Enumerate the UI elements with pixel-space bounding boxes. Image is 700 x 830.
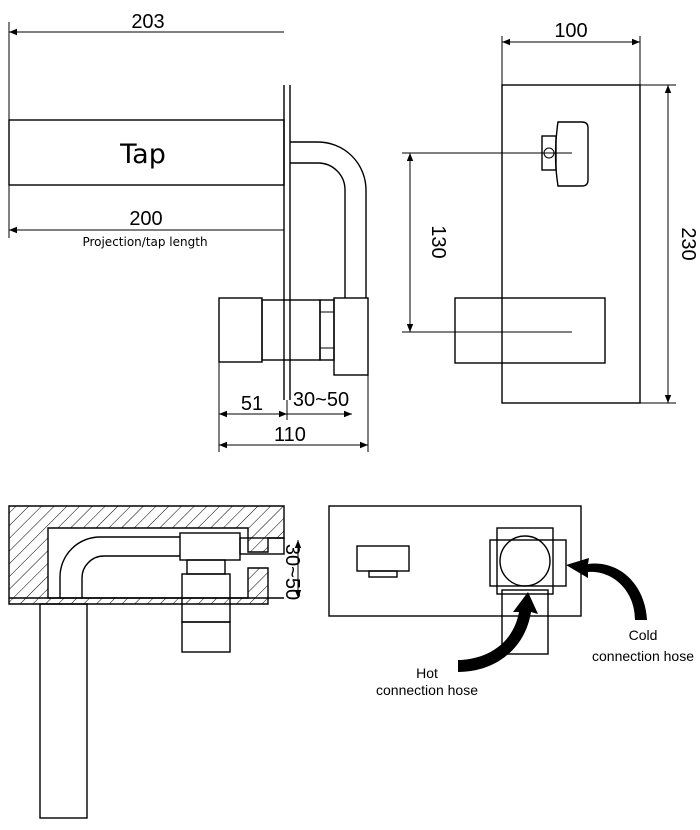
dimension-200: 200 Projection/tap length (8, 185, 284, 249)
dim-wall-section-label: 30~50 (281, 544, 303, 600)
wall-plate (283, 85, 291, 400)
cold-hose-arrow: Cold connection hose (566, 558, 694, 664)
dim-200-label: 200 (129, 208, 162, 230)
cold-label-line2: connection hose (592, 648, 694, 664)
dim-100-label: 100 (554, 20, 587, 42)
length-caption: Projection/tap length (82, 235, 207, 249)
valve-cartridge (489, 527, 567, 655)
hot-label-line2: connection hose (376, 682, 478, 698)
wall-plate-front (501, 84, 641, 404)
mounting-box (328, 505, 582, 617)
valve-block (218, 297, 369, 376)
side-view: 203 Tap 200 Projection/tap length (8, 11, 369, 452)
dimension-203: 203 (8, 11, 284, 120)
dimension-130: 130 (402, 152, 572, 333)
embedded-pipe (59, 536, 180, 598)
cold-label-line1: Cold (629, 627, 658, 643)
front-view: 100 130 230 (402, 20, 699, 404)
dim-51-label: 51 (241, 393, 263, 415)
spout-front (454, 297, 606, 364)
spout-body: Tap (8, 119, 285, 186)
tap-label: Tap (119, 139, 166, 170)
rear-view: Hot connection hose Cold connection hose (328, 505, 694, 698)
valve-body-section (179, 532, 285, 653)
dimension-51: 51 (218, 362, 287, 452)
section-view: 30~50 (8, 505, 303, 819)
dimension-30-50: 30~50 (286, 389, 352, 420)
dimension-30-50-section: 30~50 (281, 540, 303, 600)
outlet-block (356, 545, 410, 578)
handle-knob (541, 121, 589, 187)
dim-wall-label: 30~50 (293, 389, 349, 411)
dim-230-label: 230 (677, 227, 699, 260)
hot-hose-arrow: Hot connection hose (376, 592, 538, 698)
spout-section (39, 603, 88, 819)
dimension-100: 100 (501, 20, 641, 85)
dim-110-label: 110 (274, 424, 306, 446)
hot-label-line1: Hot (416, 665, 438, 681)
dim-130-label: 130 (427, 225, 449, 258)
dim-203-label: 203 (131, 11, 164, 33)
wall-hatching (8, 505, 285, 605)
dimension-230: 230 (640, 84, 699, 404)
pipe-bend (290, 141, 367, 298)
dimension-110: 110 (219, 375, 369, 452)
